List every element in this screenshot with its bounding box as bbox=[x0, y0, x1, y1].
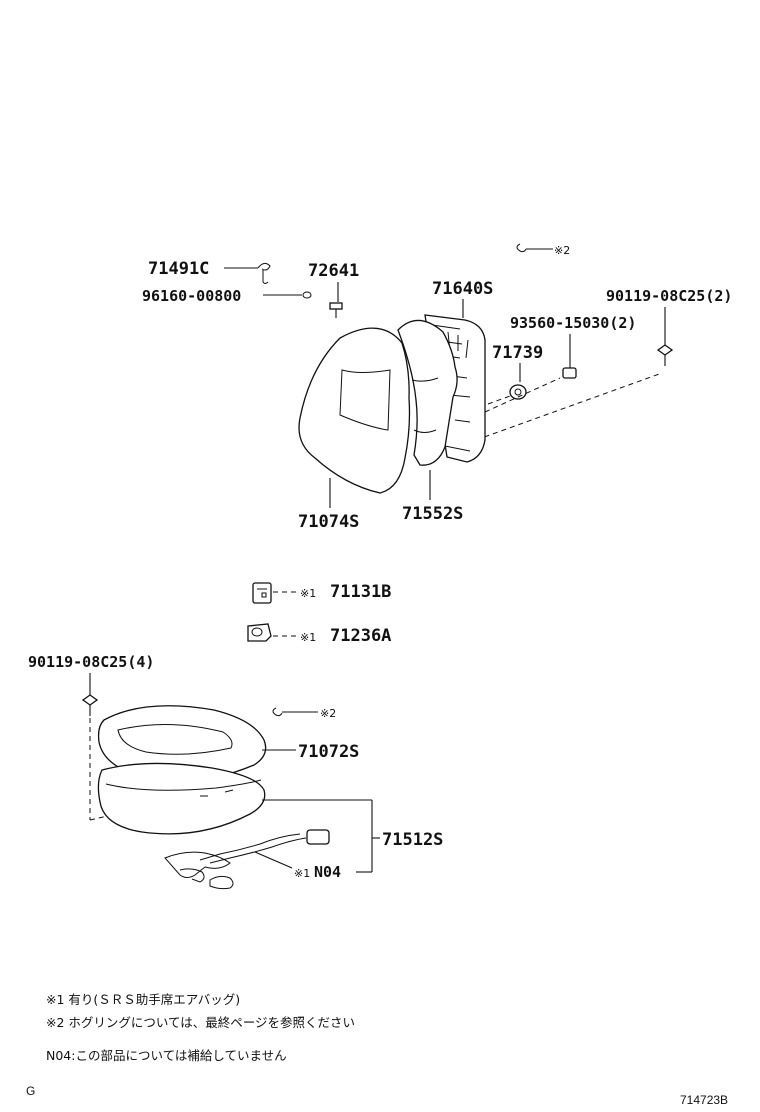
part-number-93560-15030-2: 93560-15030(2) bbox=[510, 314, 636, 332]
part-number-71236a: 71236A bbox=[330, 626, 391, 646]
note-mark-1-71236a: ※1 bbox=[300, 631, 316, 644]
part-number-71074s: 71074S bbox=[298, 512, 359, 532]
note-1: ※1 有り(ＳＲＳ助手席エアバッグ) bbox=[46, 992, 240, 1007]
harness-connector-icon bbox=[306, 829, 330, 845]
footer-code: G bbox=[26, 1084, 36, 1098]
note-mark-1-71131b: ※1 bbox=[300, 587, 316, 600]
part-number-72641: 72641 bbox=[308, 261, 359, 281]
screw-icon-bottom bbox=[81, 694, 99, 716]
fastener-icon bbox=[562, 367, 577, 379]
sensor-clip-icon bbox=[252, 582, 272, 604]
part-number-90119-08c25-2: 90119-08C25(2) bbox=[606, 287, 732, 305]
part-number-71552s: 71552S bbox=[402, 504, 463, 524]
ring-icon bbox=[302, 291, 312, 299]
hog-ring-icon-bottom bbox=[272, 707, 318, 717]
seat-cushion-pad bbox=[97, 762, 266, 835]
figure-number: 714723B bbox=[680, 1093, 729, 1107]
part-number-90119-08c25-4: 90119-08C25(4) bbox=[28, 653, 154, 671]
note-mark-1-n04: ※1 bbox=[294, 867, 310, 880]
seat-back-pad bbox=[397, 319, 458, 466]
note-mark-2-top: ※2 bbox=[554, 244, 570, 257]
part-number-71491c: 71491C bbox=[148, 259, 209, 279]
note-3: N04:この部品については補給していません bbox=[46, 1048, 287, 1063]
part-number-n04: N04 bbox=[314, 863, 341, 881]
part-number-96160-00800: 96160-00800 bbox=[142, 287, 241, 305]
part-number-71131b: 71131B bbox=[330, 582, 391, 602]
bolt-icon bbox=[329, 302, 343, 318]
sensor-connector-icon bbox=[247, 623, 272, 642]
screw-icon bbox=[656, 344, 674, 366]
note-2: ※2 ホグリングについては、最終ページを参照ください bbox=[46, 1015, 355, 1030]
part-number-71512s: 71512S bbox=[382, 830, 443, 850]
part-number-71640s: 71640S bbox=[432, 279, 493, 299]
sensor-harness bbox=[164, 829, 330, 890]
clip-icon bbox=[257, 262, 271, 284]
hog-ring-icon bbox=[516, 243, 553, 253]
seat-back-cover bbox=[298, 327, 411, 494]
seat-cushion-cover bbox=[97, 705, 267, 783]
note-mark-2-bottom: ※2 bbox=[320, 707, 336, 720]
part-number-71739: 71739 bbox=[492, 343, 543, 363]
part-number-71072s: 71072S bbox=[298, 742, 359, 762]
